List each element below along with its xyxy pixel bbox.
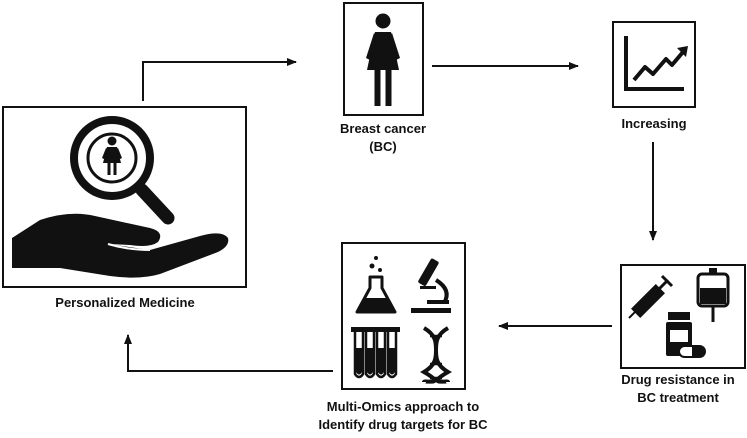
hand-icon [12,213,229,278]
personalized-medicine-label: Personalized Medicine [0,294,250,312]
woman-icon-small [102,136,122,175]
multi-omics-label-line1: Multi-Omics approach to [326,399,480,414]
dna-icon [420,326,452,384]
multi-omics-node [341,242,466,390]
breast-cancer-label-line2: (BC) [369,139,397,154]
increasing-node [612,21,696,108]
test-tubes-icon [351,327,400,379]
multi-omics-label-line2: Identify drug targets for BC [318,417,488,432]
personalized-medicine-node [2,106,247,288]
breast-cancer-node [343,2,424,116]
multi-omics-label: Multi-Omics approach to Identify drug ta… [293,398,513,434]
drug-resistance-label-line2: BC treatment [637,390,719,405]
increasing-label: Increasing [594,115,714,133]
breast-cancer-label-line1: Breast cancer [340,121,426,136]
drug-resistance-label: Drug resistance in BC treatment [609,371,747,407]
microscope-icon [411,258,451,313]
syringe-icon [628,274,674,319]
drug-resistance-label-line1: Drug resistance in [621,372,735,387]
drug-resistance-node [620,264,746,369]
arrow-pm-to-bc [142,58,297,101]
growth-chart-icon [624,36,688,91]
capsule-icon [678,345,706,358]
arrow-multi-omics-to-pm [124,334,333,372]
personalized-medicine-label-text: Personalized Medicine [55,295,195,310]
flask-icon [355,256,397,314]
increasing-label-text: Increasing [621,116,687,131]
breast-cancer-label: Breast cancer (BC) [313,120,453,156]
woman-icon [366,13,400,106]
iv-bag-icon [696,268,730,322]
